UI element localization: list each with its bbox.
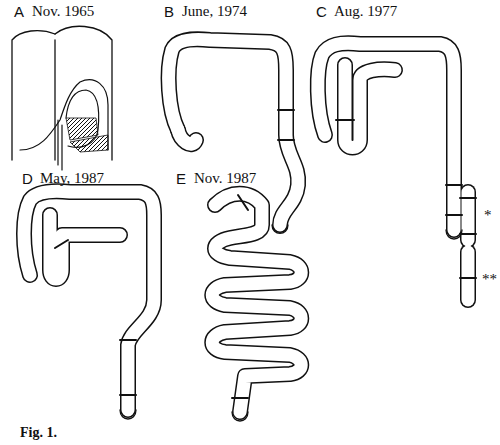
panel-letter: C	[316, 4, 327, 19]
figure-caption: Fig. 1.	[20, 426, 57, 440]
panel-label: *	[484, 208, 492, 223]
panel-label: June, 1974	[182, 4, 247, 19]
panel-label: **	[482, 272, 497, 287]
panel-label: Nov. 1965	[32, 4, 94, 19]
panel-letter: A	[14, 4, 24, 19]
panel-letter: D	[22, 171, 33, 186]
panel-label: Nov. 1987	[194, 171, 256, 186]
panel-letter: E	[176, 171, 186, 186]
panel-label: May, 1987	[40, 171, 104, 186]
panel-label: Aug. 1977	[334, 4, 397, 19]
panel-letter: B	[164, 4, 174, 19]
